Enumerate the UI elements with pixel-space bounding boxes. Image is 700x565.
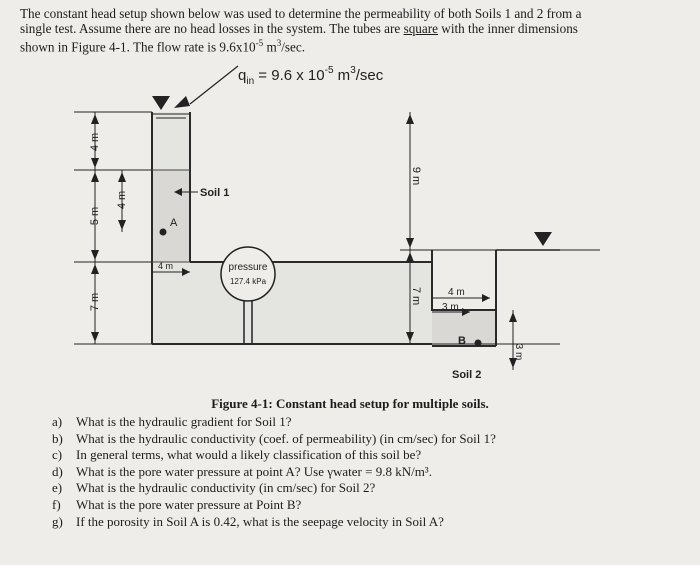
question-item: c)In general terms, what would a likely …: [52, 447, 422, 463]
point-b-label: B: [458, 335, 466, 347]
dim-3m-vert-arrowhead-bottom: [509, 358, 517, 368]
intro-line-3-end: /sec.: [281, 39, 306, 55]
water-channel: [152, 262, 432, 344]
water-column: [152, 112, 190, 170]
intro-line-2-end: with the inner dimensions: [438, 21, 578, 36]
dim-3m-vert: 3 m: [513, 344, 524, 361]
problem-statement: The constant head setup shown below was …: [20, 6, 700, 54]
dim-width-arrowhead: [182, 268, 190, 276]
question-item: b)What is the hydraulic conductivity (co…: [52, 430, 496, 446]
water-level-triangle-right: [534, 232, 552, 246]
water-level-triangle-left: [152, 96, 170, 110]
dim-4m-width: 4 m: [158, 261, 173, 271]
question-item: d)What is the pore water pressure at poi…: [52, 463, 432, 479]
inflow-arrowhead: [174, 96, 190, 108]
question-item: e)What is the hydraulic conductivity (in…: [52, 480, 376, 496]
soil-2-region: [432, 310, 496, 346]
intro-line-1: The constant head setup shown below was …: [20, 6, 582, 21]
soil-1-region: [152, 170, 190, 262]
dim-3m-right: 3 m: [442, 302, 459, 313]
intro-unit: m: [263, 39, 277, 55]
soil-2-label: Soil 2: [452, 369, 481, 381]
dim-9m: 9 m: [410, 167, 422, 185]
question-item: a)What is the hydraulic gradient for Soi…: [52, 414, 292, 429]
constant-head-diagram: qin = 9.6 x 10-5 m3/sec 4 m 5 m 7 m 4 m …: [74, 65, 600, 381]
left-dimension-lines: [74, 111, 152, 345]
inflow-arrow: [189, 65, 239, 105]
pressure-label: pressure: [229, 262, 268, 273]
dim-7m-left: 7 m: [89, 293, 101, 311]
intro-unit-exponent: 3: [276, 38, 282, 48]
dim-4m-inner: 4 m: [116, 191, 128, 209]
pressure-value: 127.4 kPa: [230, 277, 267, 286]
dim-7m-right: 7 m: [410, 287, 422, 305]
intro-line-3: shown in Figure 4-1. The flow rate is 9.…: [20, 39, 256, 55]
dim-4m-top: 4 m: [89, 133, 101, 151]
figure-caption: Figure 4-1: Constant head setup for mult…: [211, 396, 489, 411]
dim-3m-vert-arrowhead-top: [509, 312, 517, 322]
dim-5m: 5 m: [89, 207, 101, 225]
question-item: f)What is the pore water pressure at Poi…: [52, 496, 302, 512]
dim-3m-right-arrowhead: [462, 308, 470, 316]
intro-underline-word: square: [403, 21, 438, 36]
flow-rate-label: qin = 9.6 x 10-5 m3/sec: [238, 65, 384, 87]
dim-4m-right-arrowhead: [482, 294, 490, 302]
intro-exponent: -5: [255, 38, 264, 48]
soil-1-label: Soil 1: [200, 187, 229, 199]
left-dimension-arrowheads: [91, 114, 126, 342]
point-b-marker: [474, 339, 482, 347]
pressure-gauge: [220, 246, 276, 302]
right-dimension-arrowheads: [406, 114, 414, 342]
point-a-label: A: [170, 217, 178, 229]
dim-4m-right: 4 m: [448, 287, 465, 298]
question-list: a)What is the hydraulic gradient for Soi…: [52, 414, 496, 530]
soil-1-pointer-head: [174, 188, 182, 196]
question-item: g)If the porosity in Soil A is 0.42, wha…: [52, 513, 444, 529]
right-dimension-lines: [400, 112, 600, 345]
point-a-marker: [159, 228, 167, 236]
intro-line-2: single test. Assume there are no head lo…: [20, 21, 404, 36]
